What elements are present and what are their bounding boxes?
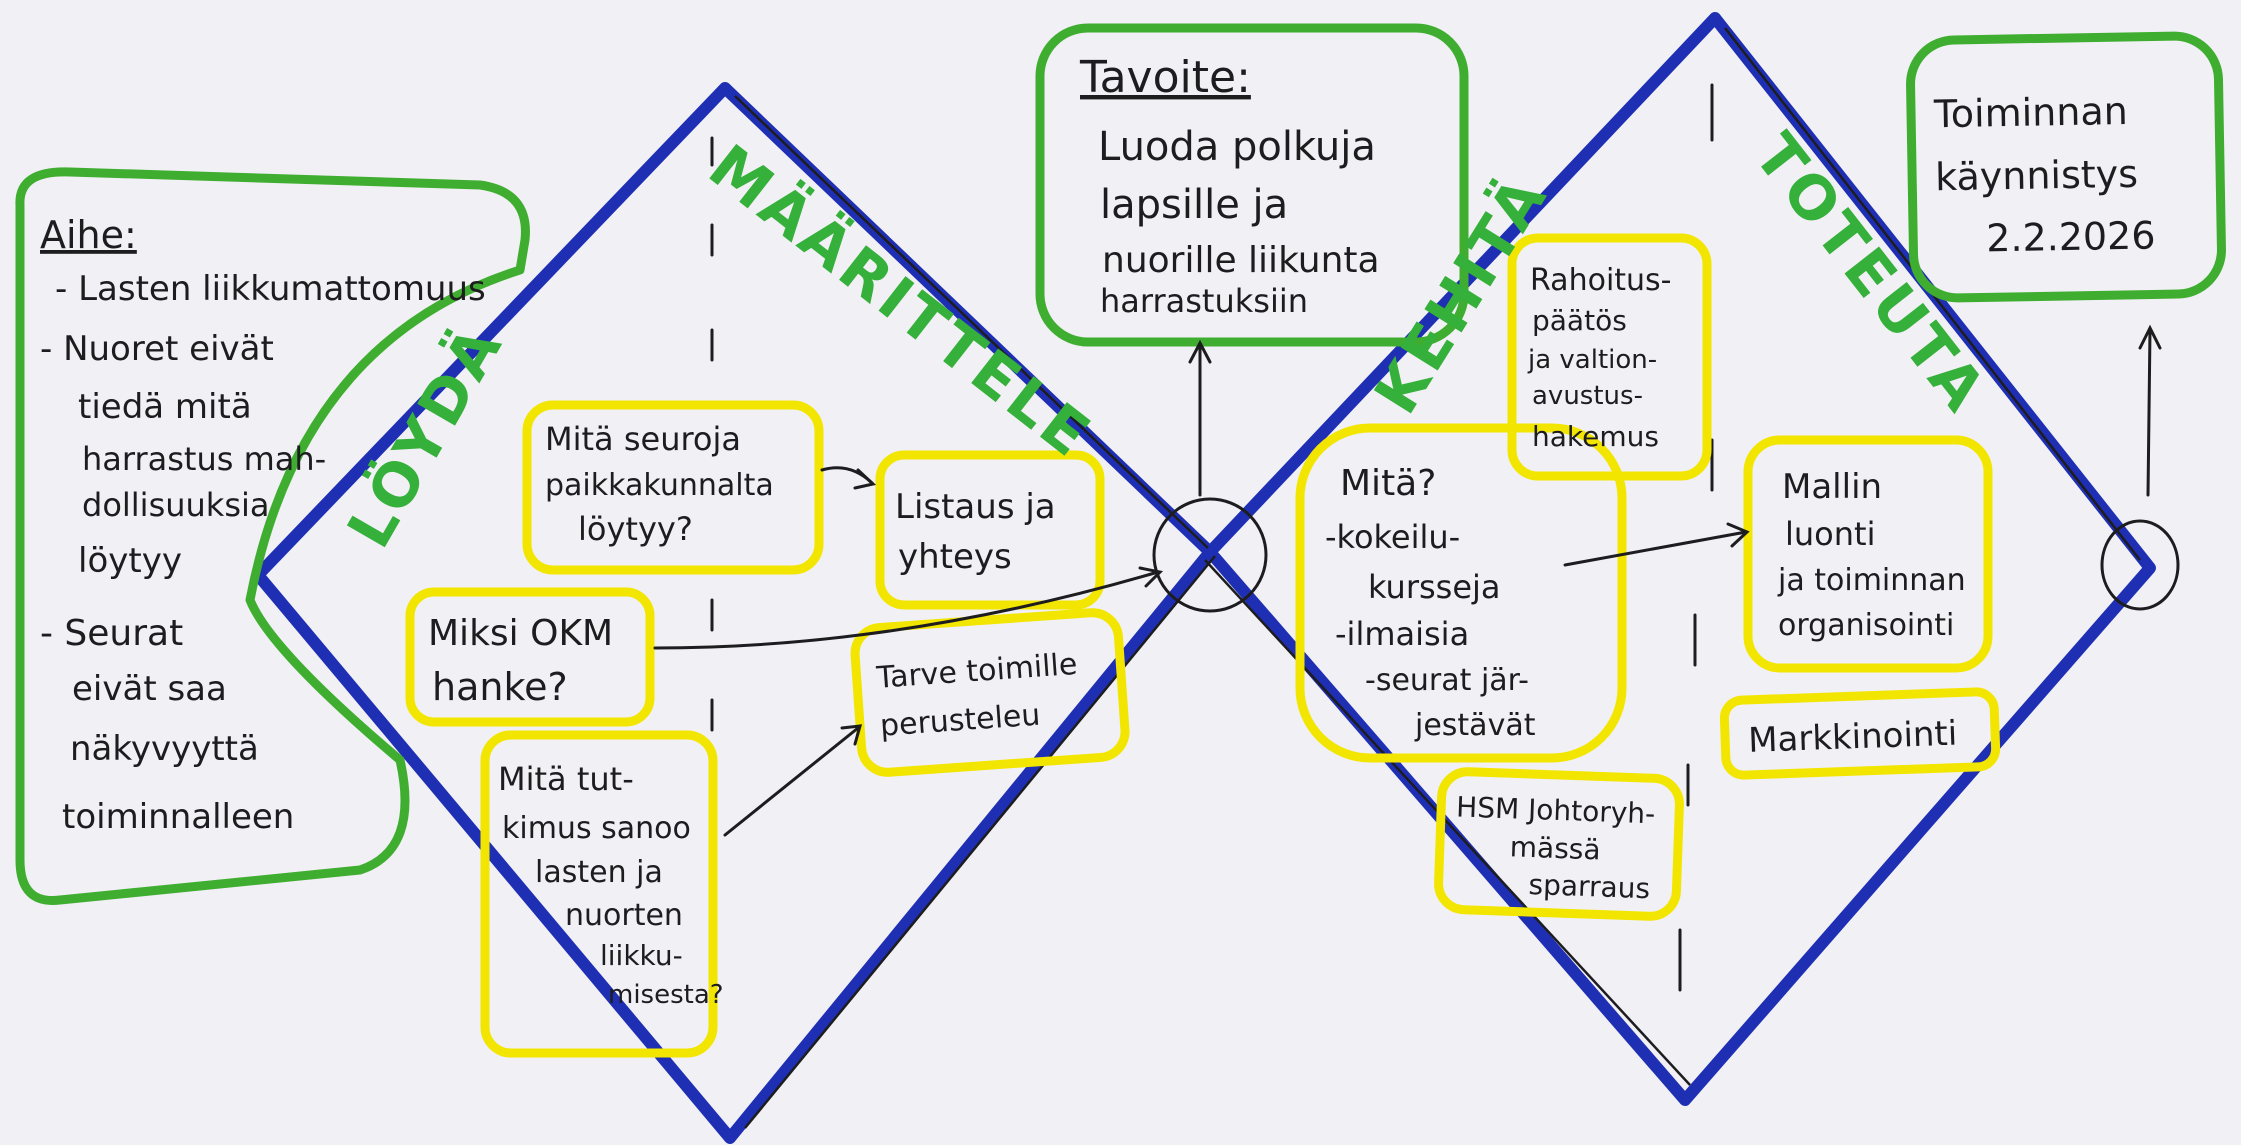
note-line: jestävät (1414, 708, 1536, 743)
note-line: HSM Johtoryh- (1456, 790, 1656, 830)
note-line: kimus sanoo (502, 811, 691, 846)
note-box-clubs (522, 400, 824, 575)
arrow-okm-to-middle (653, 570, 1160, 650)
note-line: hakemus (1532, 420, 1659, 453)
note-box-need (850, 608, 1130, 777)
arrow-right-to-launch (2146, 328, 2152, 497)
note-line: Tarve toimille (875, 647, 1079, 696)
launch-box (1906, 31, 2226, 303)
note-line: paikkakunnalta (545, 468, 774, 503)
arrows (653, 324, 2162, 837)
note-line: mässä (1509, 830, 1601, 866)
note-funding: Rahoitus- päätös ja valtion- avustus- ha… (1527, 263, 1672, 453)
note-line: organisointi (1778, 608, 1954, 643)
note-hsm: HSM Johtoryh- mässä sparraus (1456, 790, 1656, 905)
note-line: hanke? (432, 665, 568, 709)
note-box-marketing (1719, 687, 2001, 780)
note-line: -ilmaisia (1335, 615, 1469, 653)
note-line: ja valtion- (1527, 345, 1657, 375)
arrow-research-to-need (723, 726, 860, 837)
note-line: päätös (1532, 304, 1627, 337)
goal-title: Tavoite: (1079, 52, 1251, 103)
topic-line: eivät saa (72, 669, 227, 709)
phase-label-discover: LÖYDÄ (333, 312, 518, 560)
note-line: Listaus ja (895, 487, 1056, 527)
goal-box (1035, 23, 1469, 347)
note-model: Mallin luonti ja toiminnan organisointi (1777, 467, 1966, 643)
note-research: Mitä tut- kimus sanoo lasten ja nuorten … (498, 760, 724, 1010)
note-marketing: Markkinointi (1748, 714, 1958, 761)
note-line: löytyy? (578, 510, 693, 548)
convergence-circle-middle (1152, 497, 1268, 613)
note-box-research (480, 730, 718, 1058)
goal-line: harrastuksiin (1100, 282, 1308, 320)
note-box-listing (875, 450, 1105, 610)
topic-box (15, 167, 530, 905)
note-box-model (1743, 435, 1993, 673)
topic-line: tiedä mitä (78, 387, 252, 427)
topic-line: - Nuoret eivät (40, 329, 274, 369)
note-listing: Listaus ja yhteys (895, 487, 1056, 577)
note-line: sparraus (1528, 868, 1651, 905)
topic-line: harrastus mah- (82, 440, 326, 478)
convergence-circle-right (2100, 519, 2180, 611)
topic-line: - Seurat (40, 613, 183, 654)
note-line: Mitä? (1340, 463, 1436, 504)
note-line: Mallin (1782, 467, 1882, 507)
topic-line: dollisuuksia (82, 486, 270, 524)
note-line: ja toiminnan (1777, 563, 1966, 598)
note-line: Mitä tut- (498, 760, 634, 798)
note-line: luonti (1785, 515, 1875, 553)
note-line: Miksi OKM (428, 613, 613, 654)
topic-line: näkyvyyttä (70, 729, 259, 769)
goal-line: lapsille ja (1100, 182, 1288, 228)
note-line: perusteleu (879, 698, 1042, 744)
note-box-funding (1507, 233, 1712, 481)
launch-line: käynnistys (1935, 152, 2139, 200)
goal-line: Luoda polkuja (1098, 124, 1376, 170)
goal-line: nuorille liikunta (1102, 240, 1380, 281)
note-line: yhteys (898, 537, 1012, 577)
topic-line: toiminnalleen (62, 797, 294, 837)
note-line: Mitä seuroja (545, 420, 741, 458)
note-line: -seurat jär- (1365, 663, 1529, 698)
note-line: lasten ja (535, 855, 663, 890)
right-diamond (1204, 12, 2156, 1106)
left-diamond (252, 82, 1216, 1144)
note-okm: Miksi OKM hanke? (428, 613, 613, 709)
yellow-note-boxes (405, 233, 2001, 1058)
arrow-what-to-model (1563, 530, 1748, 567)
note-need: Tarve toimille perusteleu (875, 647, 1079, 744)
note-box-okm (405, 587, 655, 727)
launch-date: 2.2.2026 (1986, 213, 2156, 260)
topic-title: Aihe: (40, 213, 137, 257)
note-line: misesta? (608, 980, 724, 1010)
note-line: nuorten (565, 898, 683, 933)
launch-line: Toiminnan (1933, 89, 2128, 136)
double-diamond-outline (252, 12, 2156, 1144)
note-box-hsm (1434, 767, 1684, 921)
note-line: liikku- (600, 939, 683, 972)
topic-line: - Lasten liikkumattomuus (55, 269, 486, 309)
note-clubs: Mitä seuroja paikkakunnalta löytyy? (545, 420, 774, 548)
note-line: Markkinointi (1748, 714, 1958, 761)
note-line: avustus- (1532, 381, 1643, 411)
note-line: kursseja (1368, 568, 1501, 606)
note-line: -kokeilu- (1325, 518, 1460, 556)
note-what: Mitä? -kokeilu- kursseja -ilmaisia -seur… (1325, 463, 1536, 743)
note-box-what (1295, 423, 1627, 763)
note-line: Rahoitus- (1530, 263, 1672, 298)
topic-line: löytyy (78, 541, 182, 581)
